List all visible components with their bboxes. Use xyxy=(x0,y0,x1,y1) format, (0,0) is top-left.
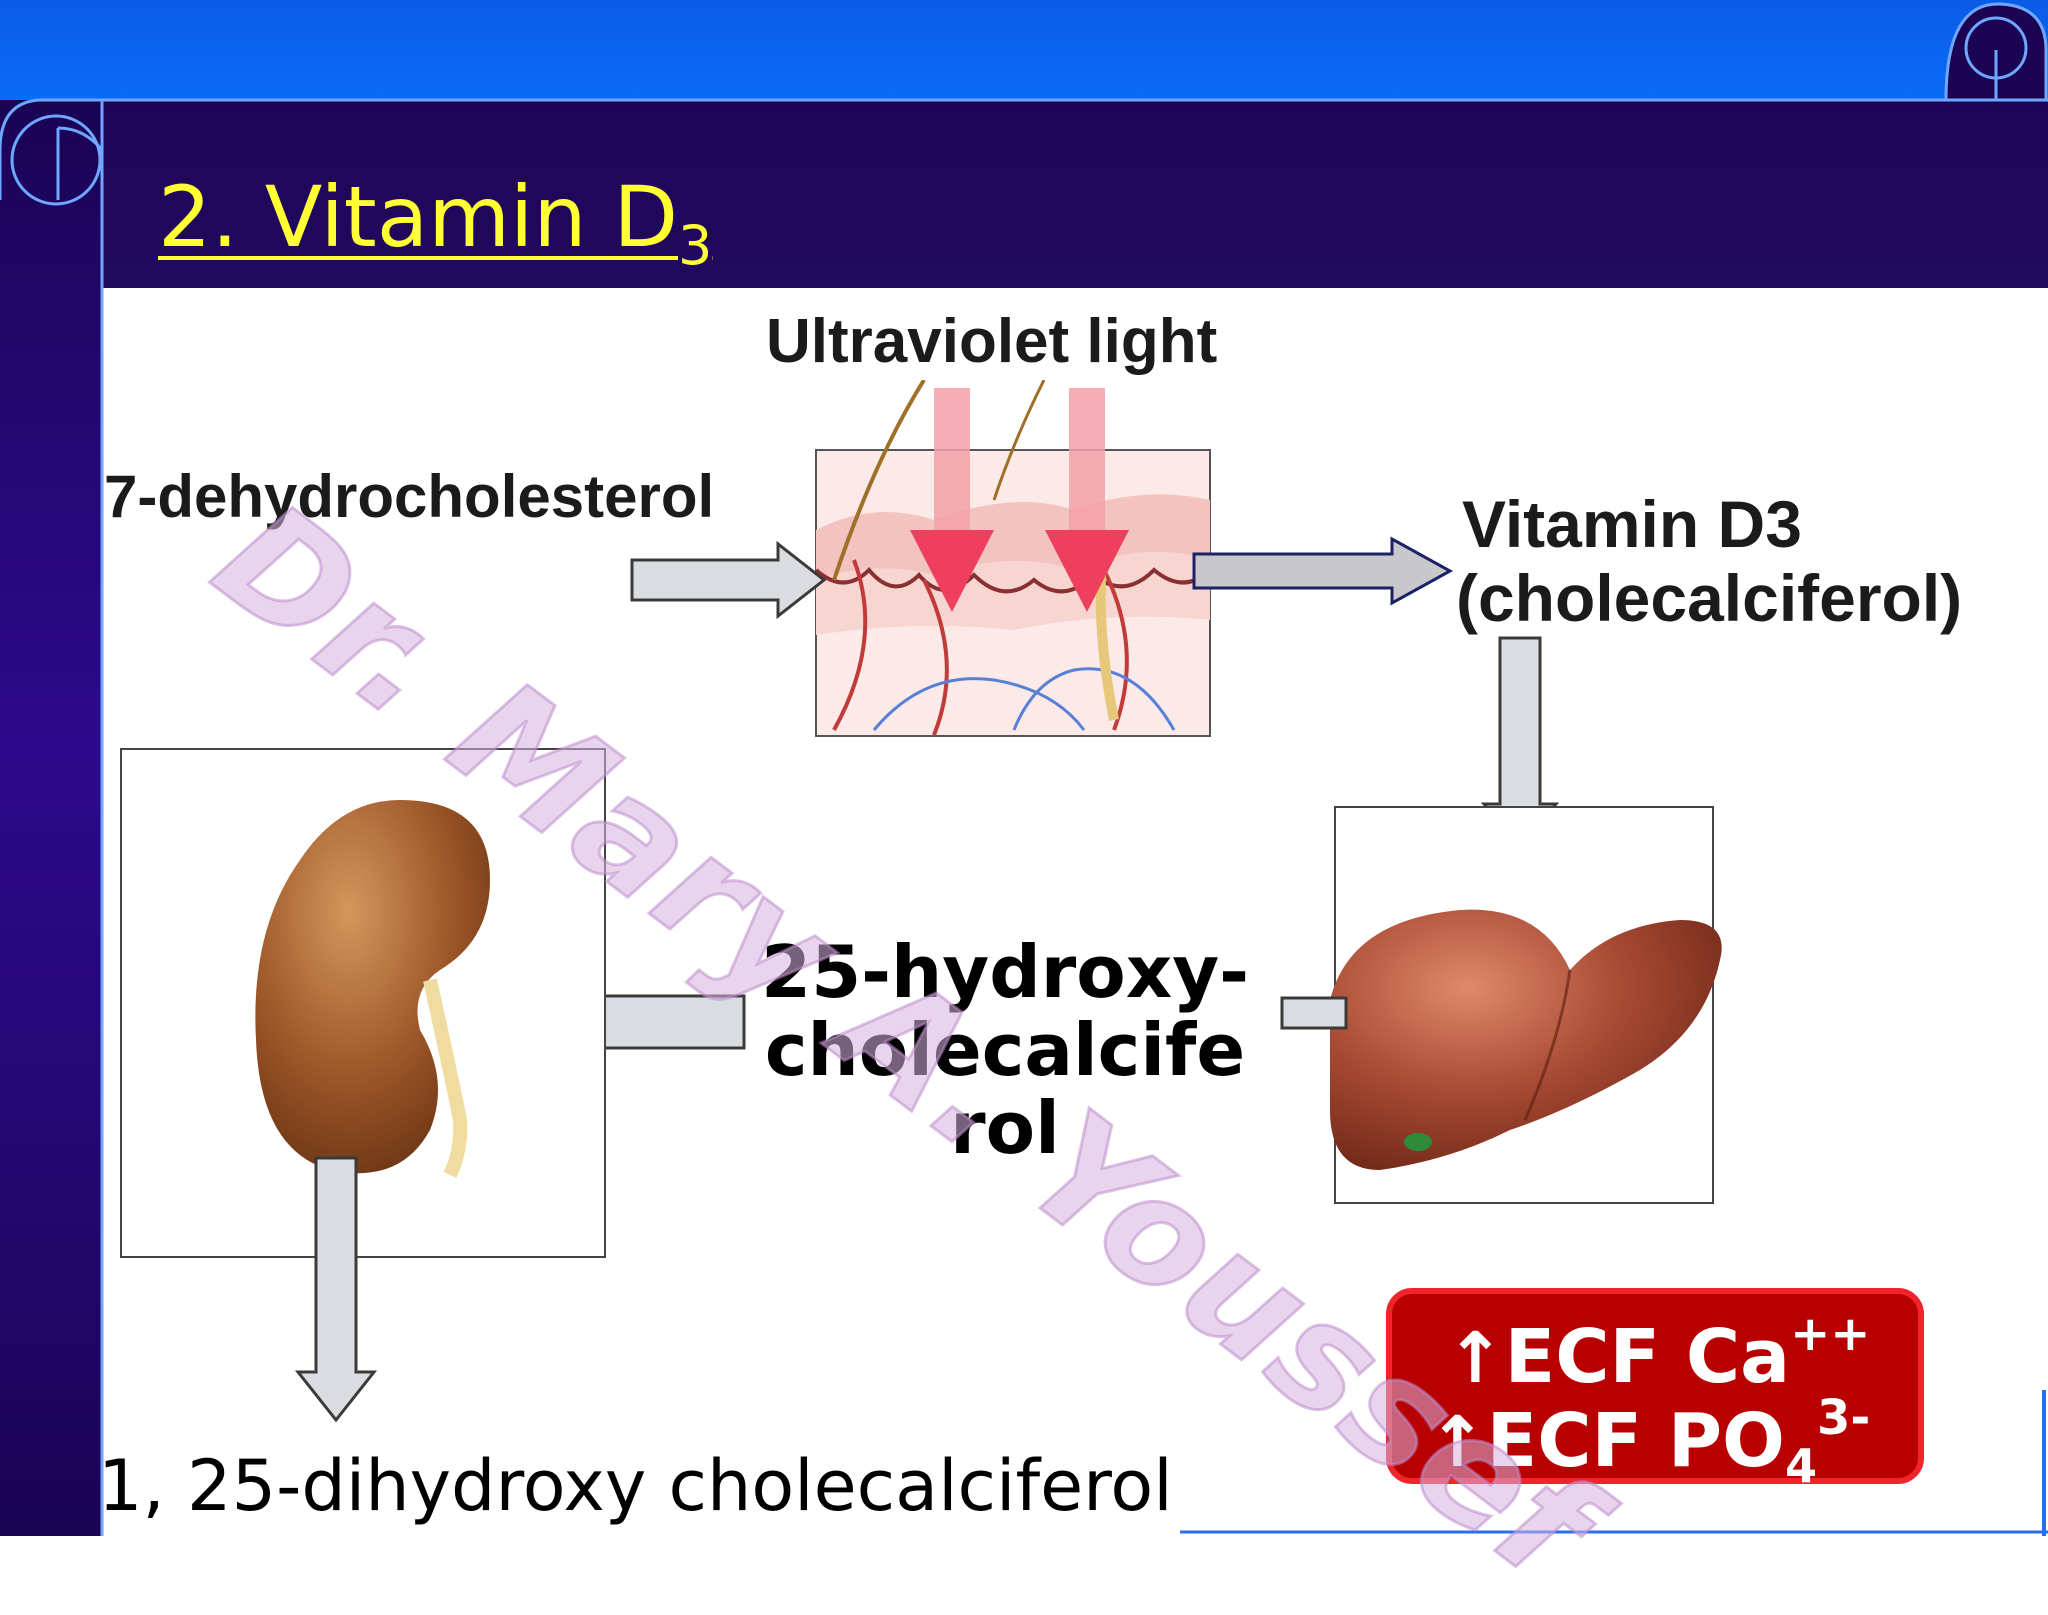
slide-title: 2. Vitamin D3 xyxy=(158,168,713,277)
hydroxy-line-3: rol xyxy=(950,1085,1060,1170)
liver-connector xyxy=(1280,996,1348,1030)
arrow-to-skin xyxy=(630,540,827,620)
arrow-to-final-product xyxy=(294,1156,378,1423)
hydroxy-line-2: cholecalcife xyxy=(764,1007,1246,1092)
precursor-label: 7-dehydrocholesterol xyxy=(104,463,715,530)
up-arrow-icon: ↑ xyxy=(1428,1401,1487,1483)
liver-icon xyxy=(1330,909,1722,1170)
ecf-effects-box: ↑ECF Ca++ ↑ECF PO43- xyxy=(1386,1288,1924,1493)
up-arrow-icon: ↑ xyxy=(1446,1317,1505,1399)
arrow-to-vitamin-d3 xyxy=(1192,536,1454,606)
vitamin-d3-label: Vitamin D3 xyxy=(1462,487,1802,561)
frame-ornaments xyxy=(0,2,2048,1536)
kidney-icon xyxy=(255,800,490,1179)
cholecalciferol-label: (cholecalciferol) xyxy=(1456,561,1963,635)
left-scroll-bar xyxy=(0,100,102,1536)
top-blue-band xyxy=(0,0,2048,102)
hydroxy-line-1: 25-hydroxy- xyxy=(760,930,1250,1014)
final-product-label: 1, 25-dihydroxy cholecalciferol xyxy=(98,1445,1173,1527)
ecf-phosphate-line: ↑ECF PO43- xyxy=(1428,1390,1871,1493)
ecf-calcium-line: ↑ECF Ca++ xyxy=(1446,1306,1871,1400)
uv-light-label: Ultraviolet light xyxy=(766,307,1218,376)
skin-cross-section-icon xyxy=(814,380,1212,737)
title-bar xyxy=(102,100,2048,288)
hydroxy-cholecalciferol-label: 25-hydroxy- cholecalcife rol xyxy=(720,930,1290,1170)
title-subscript: 3 xyxy=(678,214,713,277)
